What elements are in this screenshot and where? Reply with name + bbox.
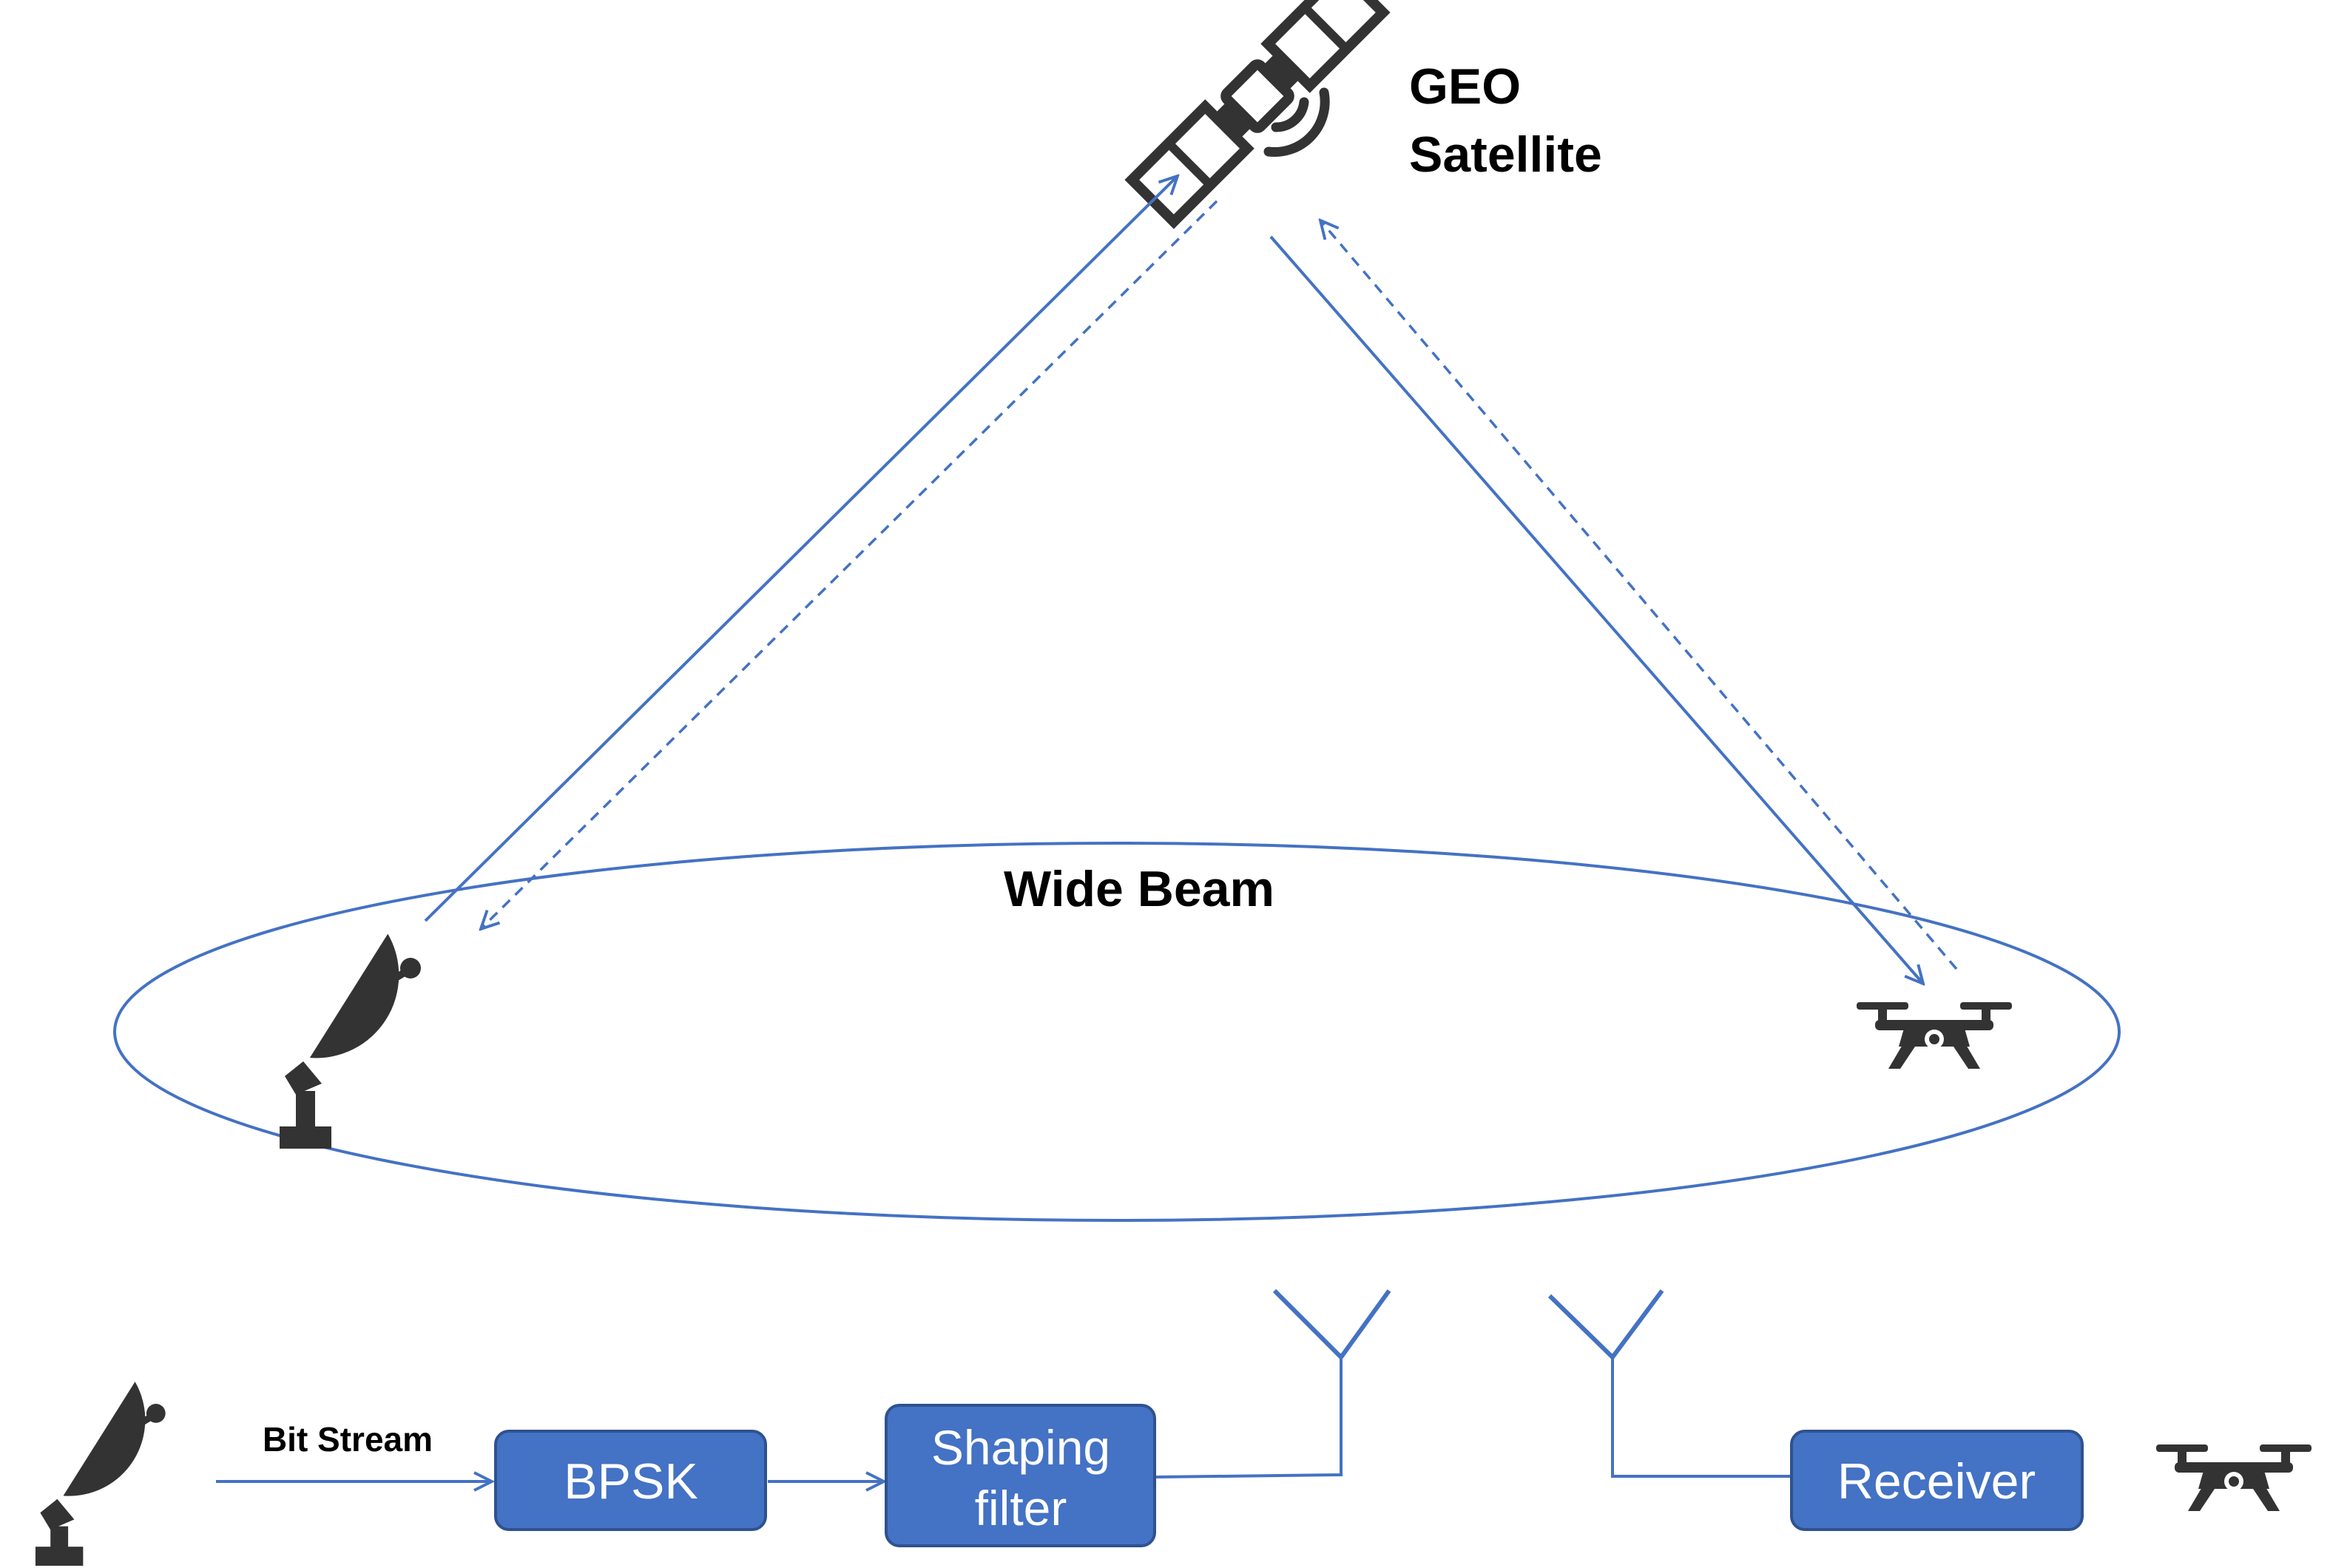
receiver-label: Receiver <box>1837 1453 2036 1510</box>
pipeline-dish-icon <box>35 1382 166 1566</box>
receiver-block: Receiver <box>1790 1430 2084 1531</box>
pipeline-drone-icon <box>2156 1444 2312 1511</box>
bit-stream-label: Bit Stream <box>263 1420 433 1459</box>
satellite-label-line2: Satellite <box>1409 126 1602 183</box>
satellite-label-line1: GEO <box>1409 58 1521 115</box>
shaping-label-line2: filter <box>975 1481 1067 1535</box>
shaping-label-line1: Shaping <box>931 1420 1110 1475</box>
uplink-return-dashed-arrow <box>481 200 1218 929</box>
tx-antenna-icon <box>1272 1288 1391 1361</box>
downlink-arrow <box>1269 235 1923 984</box>
uplink-arrow <box>424 176 1178 922</box>
wide-beam-ellipse <box>113 842 2121 1222</box>
satellite-dish-icon <box>280 933 421 1149</box>
tx-feed-line <box>1155 1354 1343 1479</box>
drone-icon <box>1857 1002 2012 1069</box>
shaping-filter-block: Shaping filter <box>885 1404 1156 1547</box>
bpsk-label: BPSK <box>564 1453 698 1510</box>
wide-beam-label: Wide Beam <box>1004 861 1274 917</box>
satellite-icon <box>1124 0 1391 229</box>
signal-waves-icon <box>1263 87 1330 157</box>
bpsk-block: BPSK <box>494 1430 767 1531</box>
rx-antenna-icon <box>1547 1289 1664 1361</box>
downlink-return-dashed-arrow <box>1320 220 1958 970</box>
rx-feed-line <box>1611 1354 1790 1478</box>
